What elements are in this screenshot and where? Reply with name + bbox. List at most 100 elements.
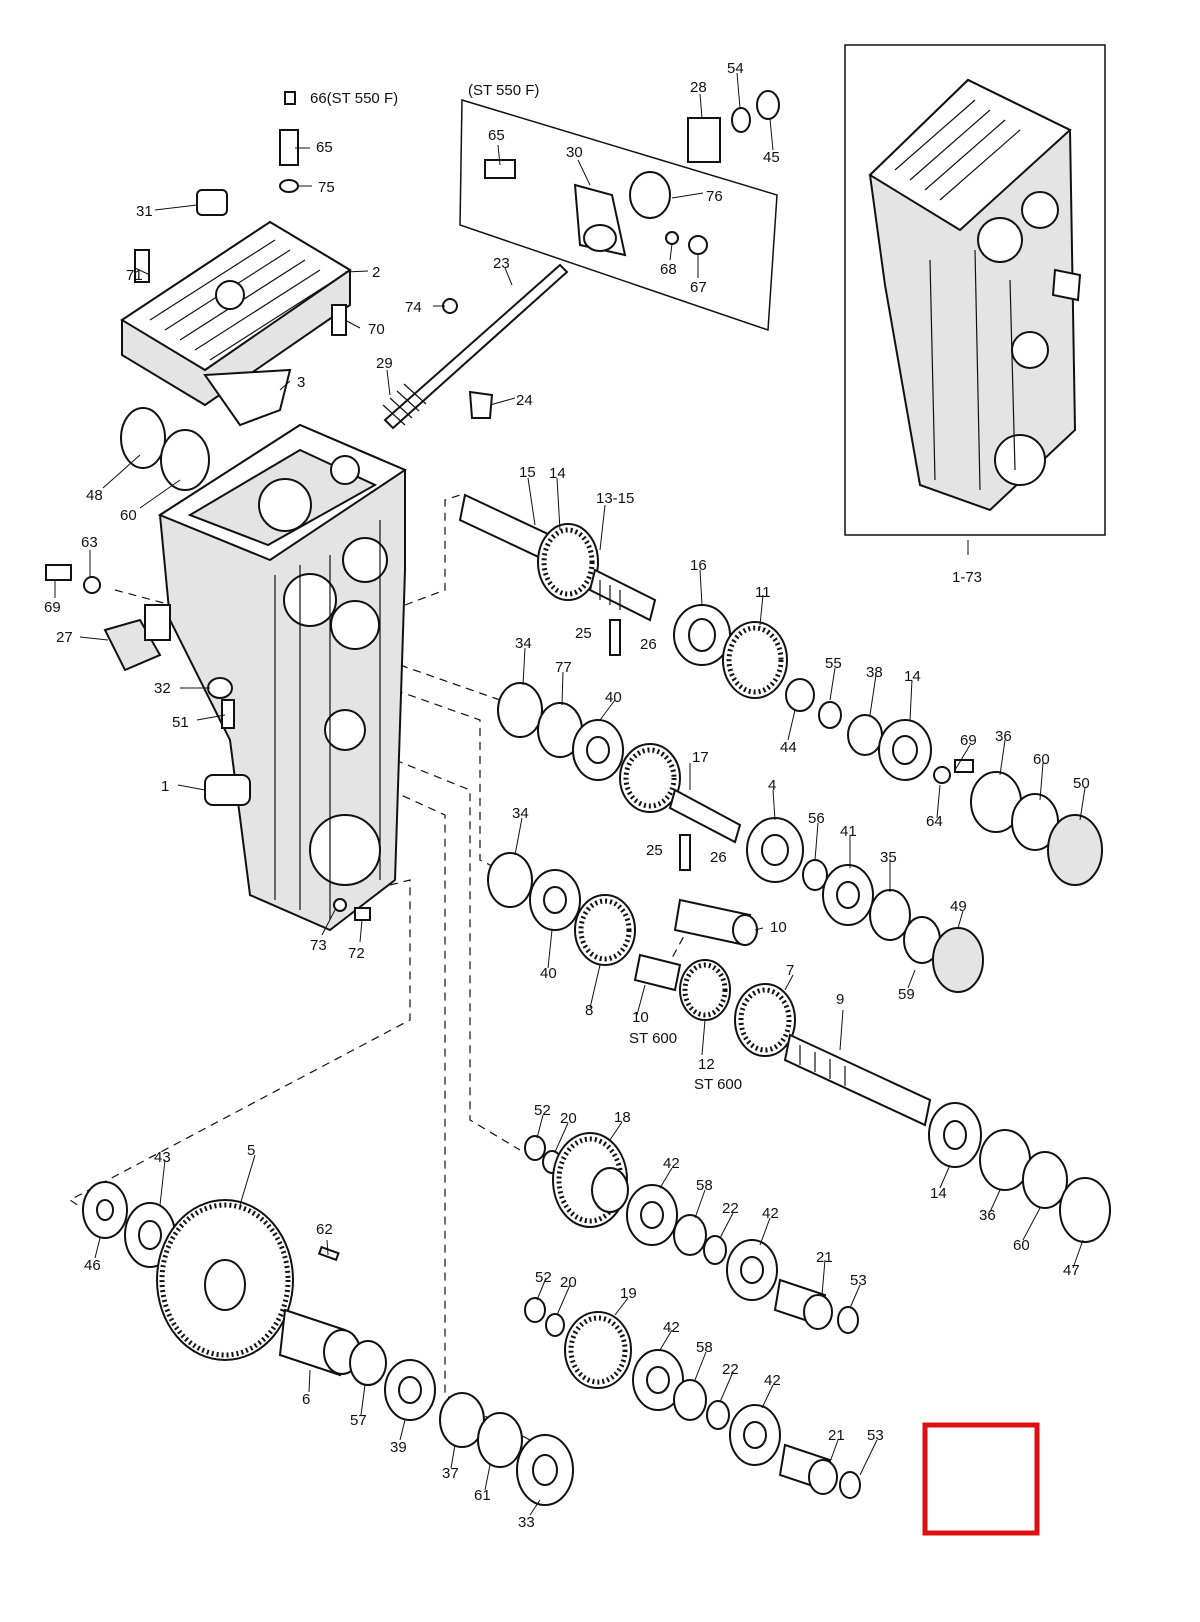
callout-c25a: 25: [575, 625, 592, 642]
variant-label-st600-a: ST 600: [629, 1030, 677, 1047]
callout-c23: 23: [493, 255, 510, 272]
callout-c38: 38: [866, 664, 883, 681]
callout-c5: 5: [247, 1142, 255, 1159]
callout-c34a: 34: [515, 635, 532, 652]
callout-c76: 76: [706, 188, 723, 205]
callout-c28: 28: [690, 79, 707, 96]
callout-c49: 49: [950, 898, 967, 915]
shift-shaft-group: [382, 263, 569, 430]
callout-c1: 1: [161, 778, 169, 795]
callout-labels: 66(ST 550 F) (ST 550 F) 1-73 ST 600 ST 6…: [44, 60, 1090, 1531]
callout-c32: 32: [154, 680, 171, 697]
callout-c36a: 36: [995, 728, 1012, 745]
callout-c33: 33: [518, 1514, 535, 1531]
callout-c45: 45: [763, 149, 780, 166]
callout-c40a: 40: [605, 689, 622, 706]
callout-c29: 29: [376, 355, 393, 372]
top-cover-group: [120, 91, 352, 427]
callout-c12: 12: [698, 1056, 715, 1073]
callout-c61: 61: [474, 1487, 491, 1504]
callout-c59: 59: [898, 986, 915, 1003]
callout-c15: 15: [519, 464, 536, 481]
callout-c14a: 14: [549, 465, 566, 482]
callout-c20a: 20: [560, 1110, 577, 1127]
callout-c10b: 10: [770, 919, 787, 936]
callout-c36b: 36: [979, 1207, 996, 1224]
callout-c48: 48: [86, 487, 103, 504]
callout-c69a: 69: [44, 599, 61, 616]
callout-c39: 39: [390, 1439, 407, 1456]
callout-c77: 77: [555, 659, 572, 676]
callout-c47: 47: [1063, 1262, 1080, 1279]
callout-c21b: 21: [828, 1427, 845, 1444]
reverse-group: [524, 1132, 861, 1499]
callout-c18: 18: [614, 1109, 631, 1126]
callout-c34b: 34: [512, 805, 529, 822]
callout-c17: 17: [692, 749, 709, 766]
callout-c40b: 40: [540, 965, 557, 982]
callout-c7: 7: [786, 962, 794, 979]
callout-c19: 19: [620, 1285, 637, 1302]
callout-c43: 43: [154, 1149, 171, 1166]
callout-c30: 30: [566, 144, 583, 161]
callout-c75: 75: [318, 179, 335, 196]
layshaft-group: [487, 852, 1111, 1243]
callout-c63: 63: [81, 534, 98, 551]
callout-c42d: 42: [764, 1372, 781, 1389]
callout-c50: 50: [1073, 775, 1090, 792]
callout-c55: 55: [825, 655, 842, 672]
callout-c68: 68: [660, 261, 677, 278]
callout-c2: 2: [372, 264, 380, 281]
callout-c71: 71: [126, 267, 143, 284]
variant-label-st600-b: ST 600: [694, 1076, 742, 1093]
callout-c6: 6: [302, 1391, 310, 1408]
countershaft-group: [497, 678, 1103, 993]
input-shaft-group: [458, 493, 788, 699]
callout-c58a: 58: [696, 1177, 713, 1194]
callout-c24: 24: [516, 392, 533, 409]
callout-c60b: 60: [1033, 751, 1050, 768]
final-drive-group: [82, 1181, 574, 1506]
callout-c25b: 25: [646, 842, 663, 859]
callout-c14c: 14: [930, 1185, 947, 1202]
gearbox-housing: [157, 423, 408, 932]
callout-c26a: 26: [640, 636, 657, 653]
leader-lines: [54, 72, 1086, 1516]
callout-c1315: 13-15: [596, 490, 634, 507]
callout-c20b: 20: [560, 1274, 577, 1291]
variant-label-assembly-ref: 1-73: [952, 569, 982, 586]
callout-c58b: 58: [696, 1339, 713, 1356]
callout-c10a: 10: [632, 1009, 649, 1026]
callout-c73: 73: [310, 937, 327, 954]
callout-c42c: 42: [663, 1319, 680, 1336]
callout-c4: 4: [768, 777, 776, 794]
callout-c74: 74: [405, 299, 422, 316]
callout-c51: 51: [172, 714, 189, 731]
callout-c67: 67: [690, 279, 707, 296]
callout-c37: 37: [442, 1465, 459, 1482]
callout-c42b: 42: [762, 1205, 779, 1222]
callout-c46: 46: [84, 1257, 101, 1274]
callout-c3: 3: [297, 374, 305, 391]
variant-label-kit-upper: 66(ST 550 F): [310, 90, 398, 107]
callout-c35: 35: [880, 849, 897, 866]
callout-c53b: 53: [867, 1427, 884, 1444]
callout-c65b: 65: [488, 127, 505, 144]
callout-c22a: 22: [722, 1200, 739, 1217]
assembly-inset: [844, 44, 1106, 536]
callout-c64: 64: [926, 813, 943, 830]
callout-c14b: 14: [904, 668, 921, 685]
callout-c21a: 21: [816, 1249, 833, 1266]
callout-c31: 31: [136, 203, 153, 220]
callout-c53a: 53: [850, 1272, 867, 1289]
callout-c9: 9: [836, 991, 844, 1008]
callout-c57: 57: [350, 1412, 367, 1429]
housing-side-parts: [45, 407, 371, 921]
callout-c62: 62: [316, 1221, 333, 1238]
highlight-box: [922, 1422, 1040, 1536]
callout-c72: 72: [348, 945, 365, 962]
callout-c26b: 26: [710, 849, 727, 866]
callout-c22b: 22: [722, 1361, 739, 1378]
st550f-inset-group: [459, 90, 780, 332]
